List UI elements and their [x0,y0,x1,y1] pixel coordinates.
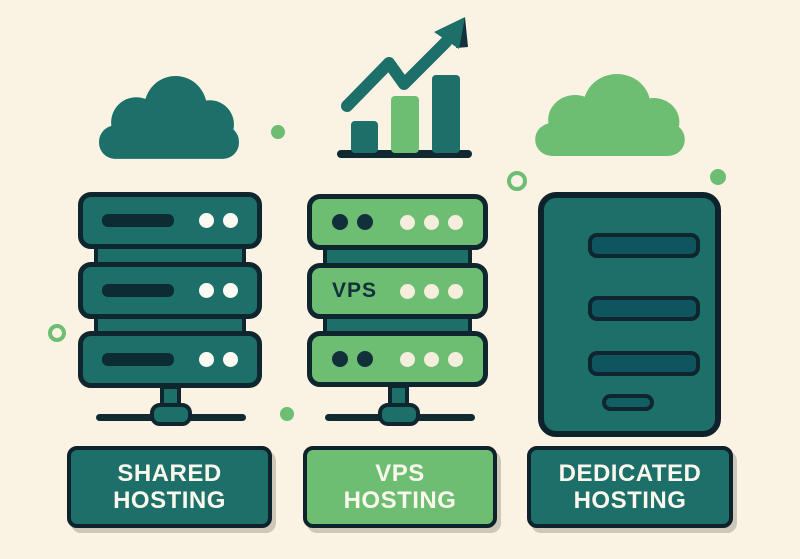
led-lights [199,213,238,228]
growth-chart-icon [337,17,472,158]
led-lights [332,214,373,230]
led-dot [400,351,415,367]
led-dot [357,351,373,367]
label-line: VPS [375,459,425,487]
server-tower [538,192,721,437]
tower-slot [588,351,700,376]
led-lights [199,352,238,367]
drive-slot [102,214,174,227]
led-lights [332,351,373,367]
led-dot [448,283,463,299]
drive-slot [102,353,174,366]
cloud-icon [99,76,239,159]
decorative-dot [710,169,726,185]
led-dot [448,351,463,367]
led-lights [400,283,463,299]
led-lights [400,214,463,230]
server-unit-vps: VPS [307,263,488,319]
decorative-ring [48,324,66,342]
decorative-ring [507,171,527,191]
server-unit [78,262,262,319]
led-dot [223,213,238,228]
led-dot [223,283,238,298]
led-lights [400,351,463,367]
led-dot [332,214,348,230]
server-unit [307,331,488,387]
tower-slot [588,296,700,321]
label-line: HOSTING [113,487,226,514]
label-line: HOSTING [343,487,457,514]
led-dot [199,283,214,298]
led-dot [357,214,373,230]
led-dot [199,352,214,367]
tower-slot [588,233,700,258]
led-dot [400,283,415,299]
label-line: HOSTING [573,487,687,514]
led-lights [199,283,238,298]
decorative-dot [271,125,285,139]
decorative-dot [280,407,294,421]
vps-badge: VPS [332,279,378,302]
server-unit [78,192,262,249]
drive-slot [102,284,174,297]
label-line: SHARED [117,459,222,487]
led-dot [199,213,214,228]
tower-vent [602,394,654,411]
label-vps-hosting: VPS HOSTING [303,446,497,528]
server-stand-foot [378,403,420,426]
led-dot [448,214,463,230]
led-dot [400,214,415,230]
led-dot [332,351,348,367]
label-shared-hosting: SHARED HOSTING [67,446,272,528]
label-line: DEDICATED [558,459,702,487]
server-unit [307,194,488,250]
server-stand-foot [150,403,192,426]
label-dedicated-hosting: DEDICATED HOSTING [527,446,733,528]
led-dot [223,352,238,367]
led-dot [424,351,439,367]
server-unit [78,331,262,388]
cloud-icon [535,74,685,156]
led-dot [424,214,439,230]
led-dot [424,283,439,299]
